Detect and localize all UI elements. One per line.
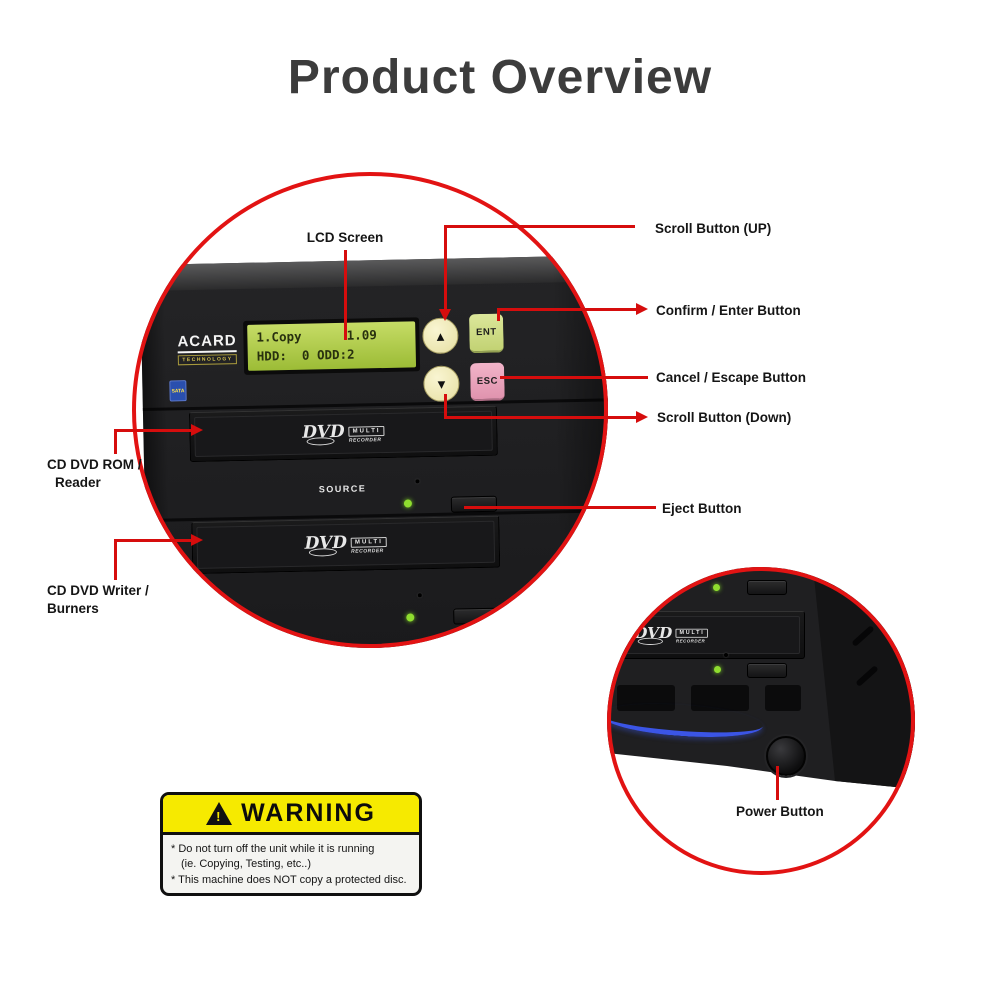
emergency-eject-pinhole (415, 479, 420, 484)
page-title: Product Overview (287, 51, 713, 104)
scroll-up-leader-line (444, 225, 447, 310)
callout-eject: Eject Button (662, 501, 742, 516)
lcd-module: 1.Copy 1.09 HDD: 0 ODD:2 (243, 317, 421, 375)
dvd-multi-label: MULTI (675, 628, 709, 638)
callout-lcd-screen: LCD Screen (306, 230, 384, 245)
drive-activity-led (713, 584, 720, 591)
scroll-down-leader-line (444, 394, 447, 418)
base-slot (765, 685, 801, 711)
power-leader-line (776, 766, 779, 800)
right-arrowhead-icon (191, 424, 203, 436)
right-side-shading (551, 254, 608, 648)
lcd-screen: 1.Copy 1.09 HDD: 0 ODD:2 (247, 321, 417, 371)
right-arrowhead-icon (636, 411, 648, 423)
brand-name: ACARD (177, 332, 237, 353)
scroll-up-leader-line (445, 225, 635, 228)
acard-logo: ACARD TECHNOLOGY (177, 332, 238, 365)
callout-cancel-escape: Cancel / Escape Button (656, 370, 807, 385)
callout-reader-line2: Reader (55, 475, 101, 491)
enter-leader-line (497, 309, 500, 321)
callout-writer-line2: Burners (47, 601, 99, 617)
eject-button (747, 580, 787, 595)
callout-scroll-up: Scroll Button (UP) (655, 221, 772, 236)
escape-button: ESC (469, 362, 505, 402)
emergency-eject-pinhole (417, 593, 422, 598)
callout-reader: CD DVD ROM / Reader (47, 456, 142, 492)
lcd-leader-line (344, 250, 347, 340)
reader-leader-line (114, 429, 192, 432)
warning-line: * This machine does NOT copy a protected… (171, 873, 407, 886)
dvd-wordmark: DVD (302, 421, 345, 446)
eject-button-reader (450, 495, 498, 513)
dvd-recorder-label: RECORDER (675, 638, 706, 644)
reader-leader-line (114, 429, 117, 454)
tray-front (618, 616, 800, 654)
device-top-edge (139, 254, 608, 292)
writer-leader-line (114, 539, 192, 542)
warning-triangle-icon: ! (206, 802, 233, 825)
down-arrowhead-icon (439, 309, 451, 321)
emergency-eject-pinhole (724, 653, 728, 657)
source-label: SOURCE (318, 483, 367, 495)
callout-power: Power Button (736, 804, 824, 819)
eject-leader-line (464, 506, 656, 509)
warning-header: ! WARNING (163, 795, 419, 835)
enter-leader-line (497, 308, 637, 311)
base-slot (617, 685, 675, 711)
drive-activity-led (406, 613, 415, 622)
serial-ata-badge: SATA (169, 380, 187, 402)
callout-writer: CD DVD Writer / Burners (47, 582, 149, 618)
dvd-multi-label: MULTI (350, 536, 387, 548)
drive-activity-led (403, 499, 412, 508)
scroll-up-button: ▲ (422, 317, 459, 355)
dvd-wordmark: DVD (304, 532, 347, 557)
front-panel-detail-circle: ACARD TECHNOLOGY SATA 1.Copy 1.09 HDD: 0… (132, 172, 608, 648)
lcd-line-2: HDD: 0 ODD:2 (256, 346, 355, 364)
callout-writer-line1: CD DVD Writer / (47, 583, 149, 598)
escape-leader-line (500, 376, 648, 379)
dvd-duplicator-front-panel: ACARD TECHNOLOGY SATA 1.Copy 1.09 HDD: 0… (139, 254, 608, 648)
drive-activity-led (714, 666, 721, 673)
warning-line: (ie. Copying, Testing, etc..) (181, 858, 312, 871)
disc-ellipse-icon (637, 637, 663, 645)
dvd-recorder-label: RECORDER (348, 436, 382, 444)
scroll-down-button: ▼ (423, 365, 460, 403)
eject-button-writer (453, 607, 500, 625)
warning-line: * Do not turn off the unit while it is r… (171, 843, 375, 855)
callout-scroll-down: Scroll Button (Down) (657, 410, 792, 425)
dvd-recorder-label: RECORDER (351, 547, 384, 555)
down-triangle-icon: ▼ (434, 376, 449, 392)
base-slot (691, 685, 749, 711)
eject-button (747, 663, 787, 678)
warning-title: WARNING (241, 799, 376, 827)
warning-body: * Do not turn off the unit while it is r… (163, 835, 419, 895)
up-triangle-icon: ▲ (433, 328, 448, 344)
brand-subtitle: TECHNOLOGY (177, 353, 238, 365)
callout-confirm-enter: Confirm / Enter Button (656, 303, 801, 318)
scroll-down-leader-line (444, 416, 637, 419)
right-arrowhead-icon (191, 534, 203, 546)
writer-leader-line (114, 539, 117, 580)
right-arrowhead-icon (636, 303, 648, 315)
callout-reader-line1: CD DVD ROM / (47, 457, 142, 472)
warning-sticker: ! WARNING * Do not turn off the unit whi… (160, 792, 422, 896)
power-button (766, 736, 806, 776)
dvd-multi-label: MULTI (348, 425, 385, 437)
dvd-wordmark: DVD (634, 625, 672, 645)
